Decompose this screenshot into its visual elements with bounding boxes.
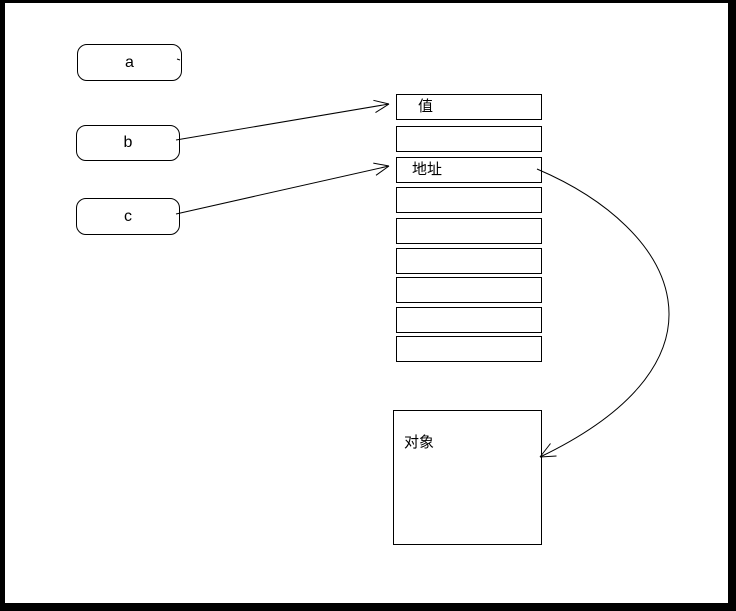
memory-cell (396, 218, 542, 244)
memory-cell (396, 248, 542, 274)
variable-label-c: c (124, 207, 132, 225)
memory-cell (396, 307, 542, 333)
diagram-canvas: a b c 值 地址 对象 (5, 3, 728, 603)
variable-box-c: c (76, 198, 180, 235)
memory-cell-address: 地址 (396, 157, 542, 183)
memory-cell-value: 值 (396, 94, 542, 120)
memory-cell (396, 277, 542, 303)
variable-box-b: b (76, 125, 180, 161)
object-label: 对象 (404, 434, 435, 451)
variable-label-b: b (123, 134, 133, 151)
variable-box-a: a (77, 44, 182, 81)
memory-cell (396, 187, 542, 213)
variable-label-a: a (125, 53, 134, 71)
memory-cell (396, 336, 542, 362)
memory-cell (396, 126, 542, 152)
object-box: 对象 (393, 410, 542, 545)
